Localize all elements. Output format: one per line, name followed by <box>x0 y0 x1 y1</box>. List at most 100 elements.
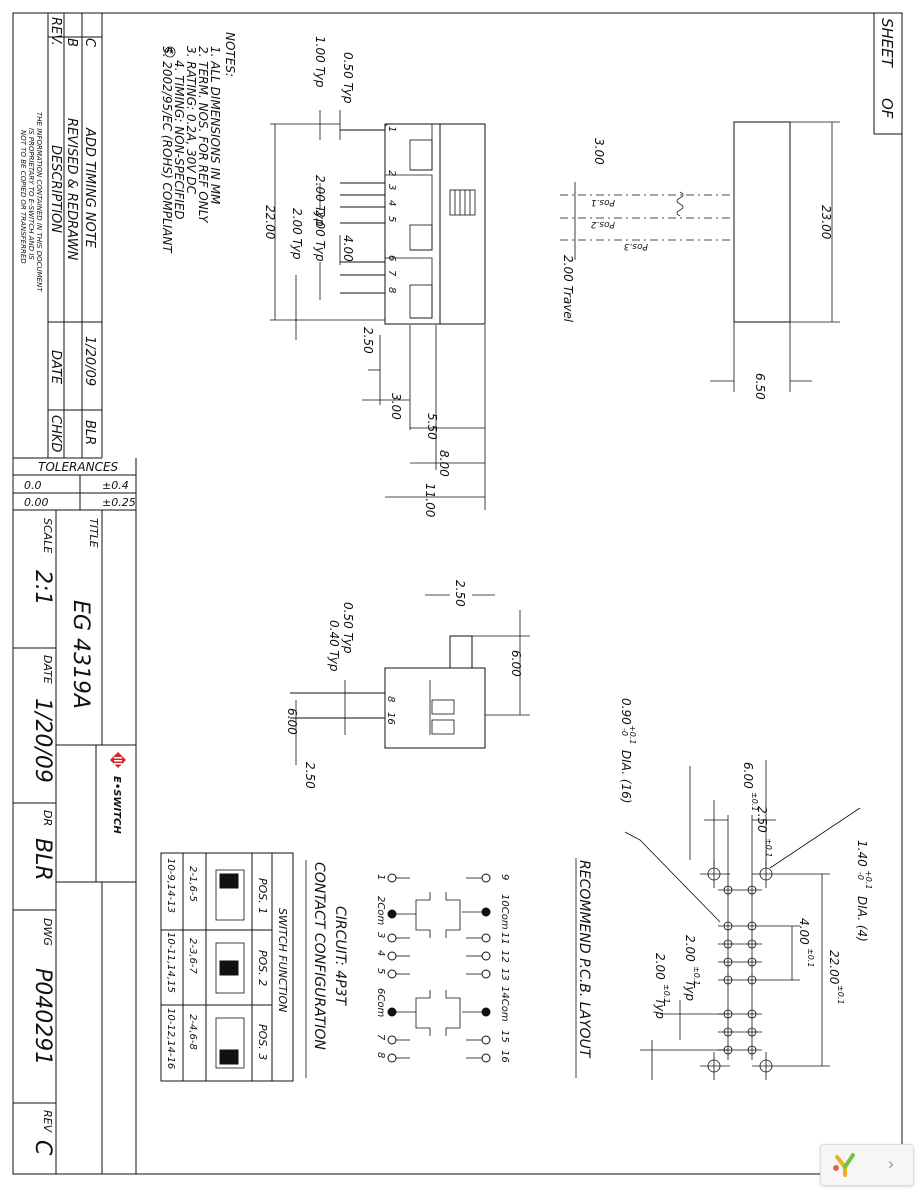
svg-text:8: 8 <box>386 287 397 293</box>
svg-text:Pos.2: Pos.2 <box>591 219 615 229</box>
pos-3-label: Pos.3 <box>624 241 648 251</box>
circuit-bottom-6com: 6Com <box>375 988 386 1017</box>
pos1-slider-icon <box>215 869 245 921</box>
circuit-bottom-3: 3 <box>375 932 386 938</box>
pcb-dim-6-00: 6.00 <box>741 762 755 789</box>
svg-text:REV.: REV. <box>48 17 63 46</box>
dim-side-6-00-right: 6.00 <box>509 650 523 677</box>
sf-pos1-row2: 10-9,14-13 <box>165 858 176 913</box>
circuit-top-terminals <box>445 873 491 1063</box>
front-pin-5: 5 <box>386 216 397 222</box>
svg-text:2:1: 2:1 <box>30 570 55 605</box>
title-block: SCALE 2:1 TITLE EG 4319A DATE 1/20/09 DR… <box>13 510 137 1174</box>
dwg-label: DWG <box>41 918 54 946</box>
dim-front-3-00: 3.00 <box>389 393 403 420</box>
pos2-slider-icon <box>215 942 245 994</box>
dim-front-0-50: 0.50 Typ <box>341 52 355 104</box>
svg-text:+0.1: +0.1 <box>864 870 873 889</box>
svg-text:C: C <box>30 1140 55 1156</box>
svg-text:THE INFORMATION CONTAINED IN T: THE INFORMATION CONTAINED IN THIS DOCUME… <box>35 112 43 292</box>
svg-text:4: 4 <box>375 950 386 956</box>
dim-front-4-00: 4.00 <box>341 235 355 262</box>
pcb-dim-2-00-a-tol: ±0.1 <box>692 966 701 985</box>
pos-2-label: Pos.2 <box>591 219 615 229</box>
circuit-top-16: 16 <box>499 1050 510 1063</box>
front-pin-6: 6 <box>386 255 397 261</box>
svg-text:DIA. (16): DIA. (16) <box>619 750 633 803</box>
circuit-bottom-1: 1 <box>375 874 386 880</box>
svg-text:2.50: 2.50 <box>453 580 467 607</box>
scale-label: SCALE <box>41 518 54 553</box>
dim-side-6-00-left: 6.00 <box>285 708 299 735</box>
svg-text:-0: -0 <box>856 872 865 880</box>
svg-text:DIA. (4): DIA. (4) <box>855 896 869 942</box>
svg-text:CHKD: CHKD <box>48 415 63 452</box>
svg-text:3: 3 <box>386 184 397 190</box>
pcb-dim-22-00: 22.00 <box>827 950 841 985</box>
svg-text:3.00: 3.00 <box>592 138 606 165</box>
sf-pos2-row1: 2-3,6-7 <box>187 938 198 974</box>
chevron-right-icon[interactable]: › <box>887 1154 895 1175</box>
circuit-bottom-4: 4 <box>375 950 386 956</box>
circuit-bottom-5: 5 <box>375 968 386 974</box>
svg-text:8.00: 8.00 <box>437 450 451 477</box>
svg-text:SWITCH FUNCTION: SWITCH FUNCTION <box>276 908 289 1012</box>
proprietary-line-2: IS PROPRIETARY TO E-SWITCH AND IS <box>27 128 35 260</box>
rohs-symbol-letter: E <box>165 49 174 55</box>
svg-text:22.00: 22.00 <box>827 950 841 985</box>
svg-text:6Com: 6Com <box>375 988 386 1017</box>
pcb-dim-2-00-b-tol: ±0.1 <box>662 984 671 1003</box>
svg-text:DWG: DWG <box>41 918 54 946</box>
svg-text:22.00: 22.00 <box>263 205 277 240</box>
svg-text:6: 6 <box>386 255 397 261</box>
pcb-dim-0-90-minus: -0 <box>620 728 629 736</box>
svg-text:4. TIMING: NON-SPECIFIED: 4. TIMING: NON-SPECIFIED <box>172 60 186 220</box>
front-view: 1 2 3 4 5 6 7 8 0.50 Typ 1.00 Typ 2.00 T… <box>263 36 486 518</box>
svg-text:4.00: 4.00 <box>341 235 355 262</box>
notes-block: NOTES: 1. ALL DIMENSIONS IN MM 2. TERM. … <box>160 32 237 254</box>
svg-text:0.50 Typ: 0.50 Typ <box>341 52 355 104</box>
svg-text:REVISED & REDRAWN: REVISED & REDRAWN <box>64 118 79 261</box>
svg-text:3. RATING: 0.2A, 30V DC: 3. RATING: 0.2A, 30V DC <box>184 46 198 195</box>
svg-text:1. ALL DIMENSIONS IN MM: 1. ALL DIMENSIONS IN MM <box>208 46 222 205</box>
note-1: 1. ALL DIMENSIONS IN MM <box>208 46 222 205</box>
svg-text:1.00 Typ: 1.00 Typ <box>313 36 327 88</box>
rev-value: C <box>30 1140 55 1156</box>
svg-text:15: 15 <box>499 1030 510 1043</box>
pcb-dim-dia-4: DIA. (4) <box>855 896 869 942</box>
date-label: DATE <box>41 655 54 684</box>
svg-text:BLR: BLR <box>30 838 55 881</box>
switch-function-table: SWITCH FUNCTION POS. 1 POS. 2 POS. 3 2-1… <box>160 852 294 1082</box>
tolerances-title: TOLERANCES <box>38 460 119 474</box>
rev-label: REV <box>41 1110 54 1134</box>
svg-text:3: 3 <box>375 932 386 938</box>
svg-text:2-3,6-7: 2-3,6-7 <box>187 938 198 974</box>
switch-function-title: SWITCH FUNCTION <box>276 908 289 1012</box>
top-view: Pos.1 Pos.2 Pos.3 3.00 2.00 Travel 23.00… <box>560 121 840 400</box>
svg-text:CIRCUIT: 4P3T: CIRCUIT: 4P3T <box>332 906 348 1006</box>
pcb-dim-0-90: 0.90 <box>619 698 633 725</box>
dim-top-23-00: 23.00 <box>819 205 833 240</box>
svg-text:DATE: DATE <box>48 350 63 385</box>
svg-text:6.00: 6.00 <box>741 762 755 789</box>
svg-text:2.50: 2.50 <box>361 327 375 354</box>
svg-text:OF: OF <box>878 98 896 119</box>
viewer-nav[interactable]: › <box>820 1144 914 1186</box>
dim-side-2-50-top: 2.50 <box>453 580 467 607</box>
dim-front-1-00: 1.00 Typ <box>313 36 327 88</box>
svg-text:6.00: 6.00 <box>509 650 523 677</box>
svg-text:1/20/09: 1/20/09 <box>82 336 97 386</box>
svg-text:EG 4319A: EG 4319A <box>68 600 93 709</box>
logo-text: E•SWITCH <box>111 776 122 834</box>
rohs-symbol <box>164 46 176 58</box>
viewer-logo-icon <box>833 1153 855 1177</box>
svg-text:IS PROPRIETARY TO E-SWITCH AND: IS PROPRIETARY TO E-SWITCH AND IS <box>27 128 35 260</box>
svg-text:2.00 Typ: 2.00 Typ <box>313 210 327 262</box>
revision-block: REV. DESCRIPTION DATE CHKD B REVISED & R… <box>13 13 103 459</box>
dim-front-2-00-c: 2.00 Typ <box>313 210 327 262</box>
svg-text:4.00: 4.00 <box>797 918 811 945</box>
date-value: 1/20/09 <box>30 698 55 783</box>
svg-text:E•SWITCH: E•SWITCH <box>111 776 122 834</box>
circuit-top-10com: 10Com <box>499 894 510 930</box>
